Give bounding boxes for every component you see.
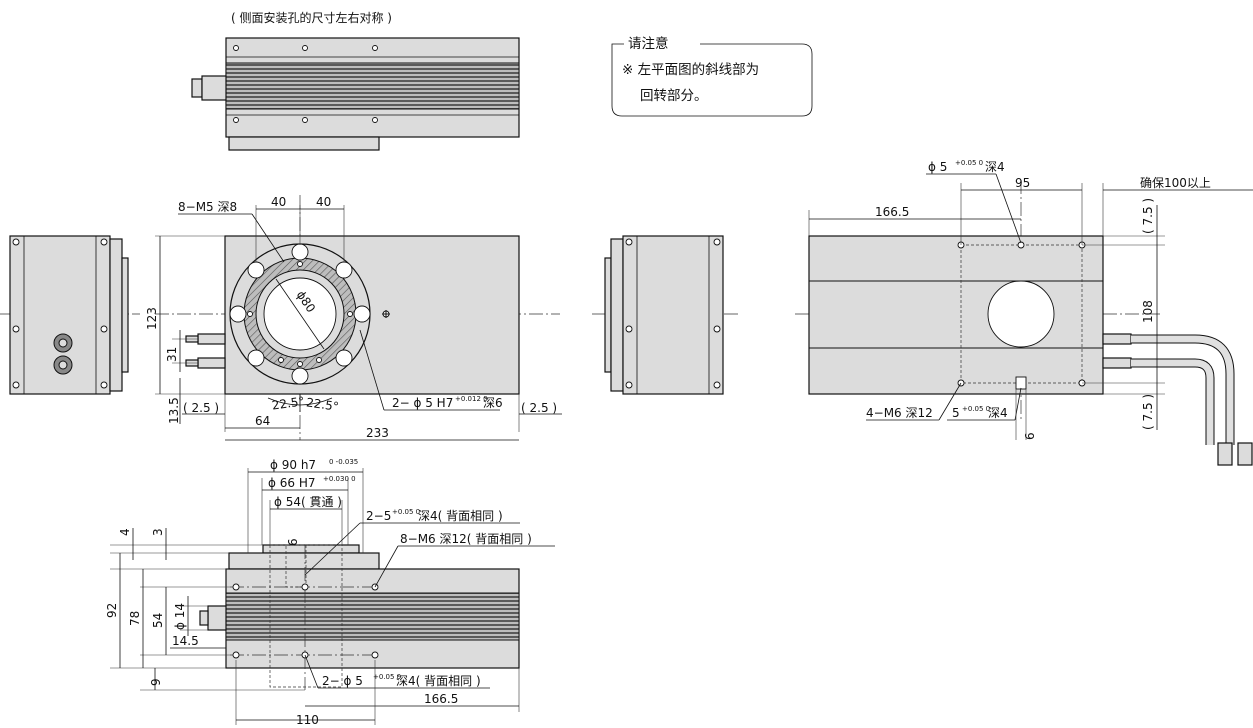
svg-text:2−5: 2−5 bbox=[366, 509, 391, 523]
back-m6-callout: 4−M6 深12 bbox=[866, 406, 933, 420]
svg-text:2− ϕ 5 H7: 2− ϕ 5 H7 bbox=[392, 396, 453, 410]
front-pitch-left: 40 bbox=[271, 195, 286, 209]
dia90-tol: 0 -0.035 bbox=[329, 458, 358, 466]
front-view: ϕ80 8−M5 深8 40 40 123 31 13.5 ( 2.5 ) ( … bbox=[145, 195, 562, 441]
front-pitch-right: 40 bbox=[316, 195, 331, 209]
top-dim-4: 4 bbox=[118, 528, 132, 536]
top-slot-depth: 深4( 背面相同 ) bbox=[418, 509, 503, 523]
cooling-fins bbox=[225, 62, 520, 110]
back-hole-main: ϕ 5 bbox=[928, 160, 947, 174]
svg-text:ϕ 66 H7: ϕ 66 H7 bbox=[268, 476, 315, 490]
back-top-margin: ( 7.5 ) bbox=[1141, 198, 1155, 234]
note-line-2: 回转部分。 bbox=[640, 88, 708, 104]
side-view-top: ( 侧面安装孔的尺寸左右对称 ) bbox=[191, 10, 520, 151]
dia66-tol: +0.030 0 bbox=[323, 475, 356, 483]
top-dim-54: 54 bbox=[151, 613, 165, 628]
top-pin-tol: +0.05 0 bbox=[373, 673, 401, 681]
svg-text:ϕ 90 h7: ϕ 90 h7 bbox=[270, 458, 316, 472]
top-dim-14: ϕ 14 bbox=[173, 603, 187, 630]
front-hole-callout: 8−M5 深8 bbox=[178, 200, 237, 214]
pin-callout-tol: +0.012 0 bbox=[455, 395, 488, 403]
angle-left: 22.5° bbox=[271, 394, 305, 412]
dia66-main: ϕ 66 H7 bbox=[268, 476, 315, 490]
front-center-x: 64 bbox=[255, 414, 270, 428]
back-hole-depth: 深4 bbox=[985, 160, 1005, 174]
back-hole-tol: +0.05 0 bbox=[955, 159, 983, 167]
dia54: ϕ 54( 貫通 ) bbox=[274, 495, 342, 509]
top-pin-main: 2− ϕ 5 bbox=[322, 674, 363, 688]
side-view-caption: ( 侧面安装孔的尺寸左右对称 ) bbox=[231, 10, 392, 25]
dia90-main: ϕ 90 h7 bbox=[270, 458, 316, 472]
svg-text:2− ϕ 5: 2− ϕ 5 bbox=[322, 674, 363, 688]
front-right-margin: ( 2.5 ) bbox=[521, 401, 557, 415]
back-pitch: 95 bbox=[1015, 176, 1030, 190]
top-dim-78: 78 bbox=[128, 611, 142, 626]
back-slot-depth: 深4 bbox=[988, 406, 1008, 420]
front-height: 123 bbox=[145, 307, 159, 330]
back-clearance: 确保100以上 bbox=[1140, 176, 1211, 190]
top-slot-main: 2−5 bbox=[366, 509, 391, 523]
back-body bbox=[808, 235, 1104, 395]
angle-right: 22.5° bbox=[305, 395, 339, 413]
top-view: ϕ 90 h7 0 -0.035 ϕ 66 H7 +0.030 0 ϕ 54( … bbox=[105, 458, 555, 727]
note-title: 请注意 bbox=[628, 35, 669, 52]
svg-text:5: 5 bbox=[952, 406, 960, 420]
top-dim-3: 3 bbox=[151, 528, 165, 536]
top-slot-tol: +0.05 0 bbox=[392, 508, 420, 516]
top-m6-callout: 8−M6 深12( 背面相同 ) bbox=[400, 532, 532, 546]
back-view: ϕ 5 +0.05 0 深4 95 166.5 确保100以上 ( 7.5 ) … bbox=[795, 159, 1253, 466]
front-width: 233 bbox=[366, 426, 389, 440]
top-dim-6: 6 bbox=[286, 538, 300, 546]
top-pin-depth: 深4( 背面相同 ) bbox=[396, 674, 481, 688]
top-dim-145: 14.5 bbox=[172, 634, 199, 648]
pin-callout-depth: 深6 bbox=[483, 396, 503, 410]
back-slot-tol: +0.05 0 bbox=[962, 405, 990, 413]
back-bottom-margin: ( 7.5 ) bbox=[1141, 394, 1155, 430]
right-body bbox=[622, 235, 724, 395]
side-flange bbox=[228, 136, 380, 151]
front-cable-pitch: 31 bbox=[165, 347, 179, 362]
back-slot-width: 6 bbox=[1023, 432, 1037, 440]
right-side-view bbox=[592, 235, 740, 395]
note-line-1: ※ 左平面图的斜线部为 bbox=[622, 62, 759, 78]
top-dim-1665: 166.5 bbox=[424, 692, 458, 706]
side-connector-tip bbox=[191, 78, 203, 98]
left-side-view bbox=[0, 235, 140, 395]
front-left-margin: ( 2.5 ) bbox=[183, 401, 219, 415]
back-height: 108 bbox=[1141, 300, 1155, 323]
front-bottom-offset: 13.5 bbox=[167, 397, 181, 424]
top-dim-110: 110 bbox=[296, 713, 319, 727]
back-offset: 166.5 bbox=[875, 205, 909, 219]
side-connector bbox=[201, 75, 227, 101]
top-dim-92: 92 bbox=[105, 603, 119, 618]
back-bore bbox=[987, 280, 1055, 348]
top-dim-9: 9 bbox=[149, 678, 163, 686]
note-box: 请注意 ※ 左平面图的斜线部为 回转部分。 bbox=[611, 35, 813, 117]
pin-callout-main: 2− ϕ 5 H7 bbox=[392, 396, 453, 410]
svg-text:ϕ 5: ϕ 5 bbox=[928, 160, 947, 174]
top-flange bbox=[228, 552, 380, 570]
back-slot-main: 5 bbox=[952, 406, 960, 420]
